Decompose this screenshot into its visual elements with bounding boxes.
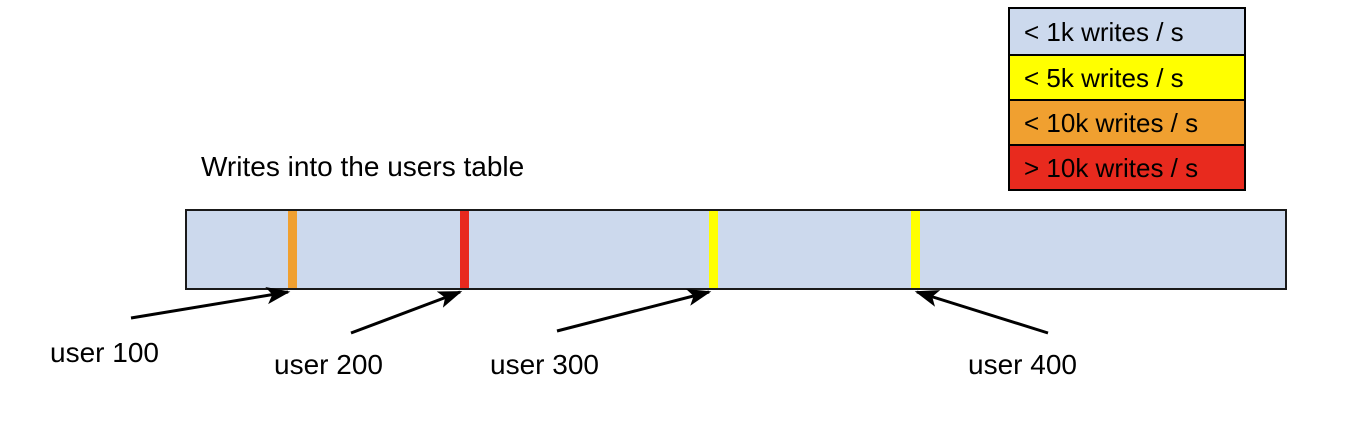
user-400-stripe <box>911 211 920 288</box>
legend-row-lt-5k: < 5k writes / s <box>1010 54 1244 99</box>
label-user-300: user 300 <box>490 349 599 380</box>
arrow-user-300 <box>556 288 712 333</box>
label-user-100: user 100 <box>50 337 159 368</box>
legend-row-lt-10k: < 10k writes / s <box>1010 99 1244 144</box>
label-user-200: user 200 <box>274 349 383 380</box>
legend-row-gt-10k: > 10k writes / s <box>1010 144 1244 189</box>
legend-label-gt-10k: > 10k writes / s <box>1024 152 1199 183</box>
legend-label-lt-10k: < 10k writes / s <box>1024 107 1199 138</box>
arrow-user-100 <box>130 286 291 320</box>
arrow-user-200 <box>350 290 463 335</box>
legend-label-lt-5k: < 5k writes / s <box>1024 62 1184 93</box>
legend-label-lt-1k: < 1k writes / s <box>1024 16 1184 47</box>
user-200-stripe <box>460 211 469 288</box>
label-user-400: user 400 <box>968 349 1077 380</box>
user-100-stripe <box>288 211 297 288</box>
users-table-bar <box>185 209 1287 290</box>
user-300-stripe <box>709 211 718 288</box>
chart-title: Writes into the users table <box>201 151 525 182</box>
legend: < 1k writes / s < 5k writes / s < 10k wr… <box>1008 7 1246 191</box>
legend-row-lt-1k: < 1k writes / s <box>1010 9 1244 54</box>
arrow-user-400 <box>914 290 1049 335</box>
